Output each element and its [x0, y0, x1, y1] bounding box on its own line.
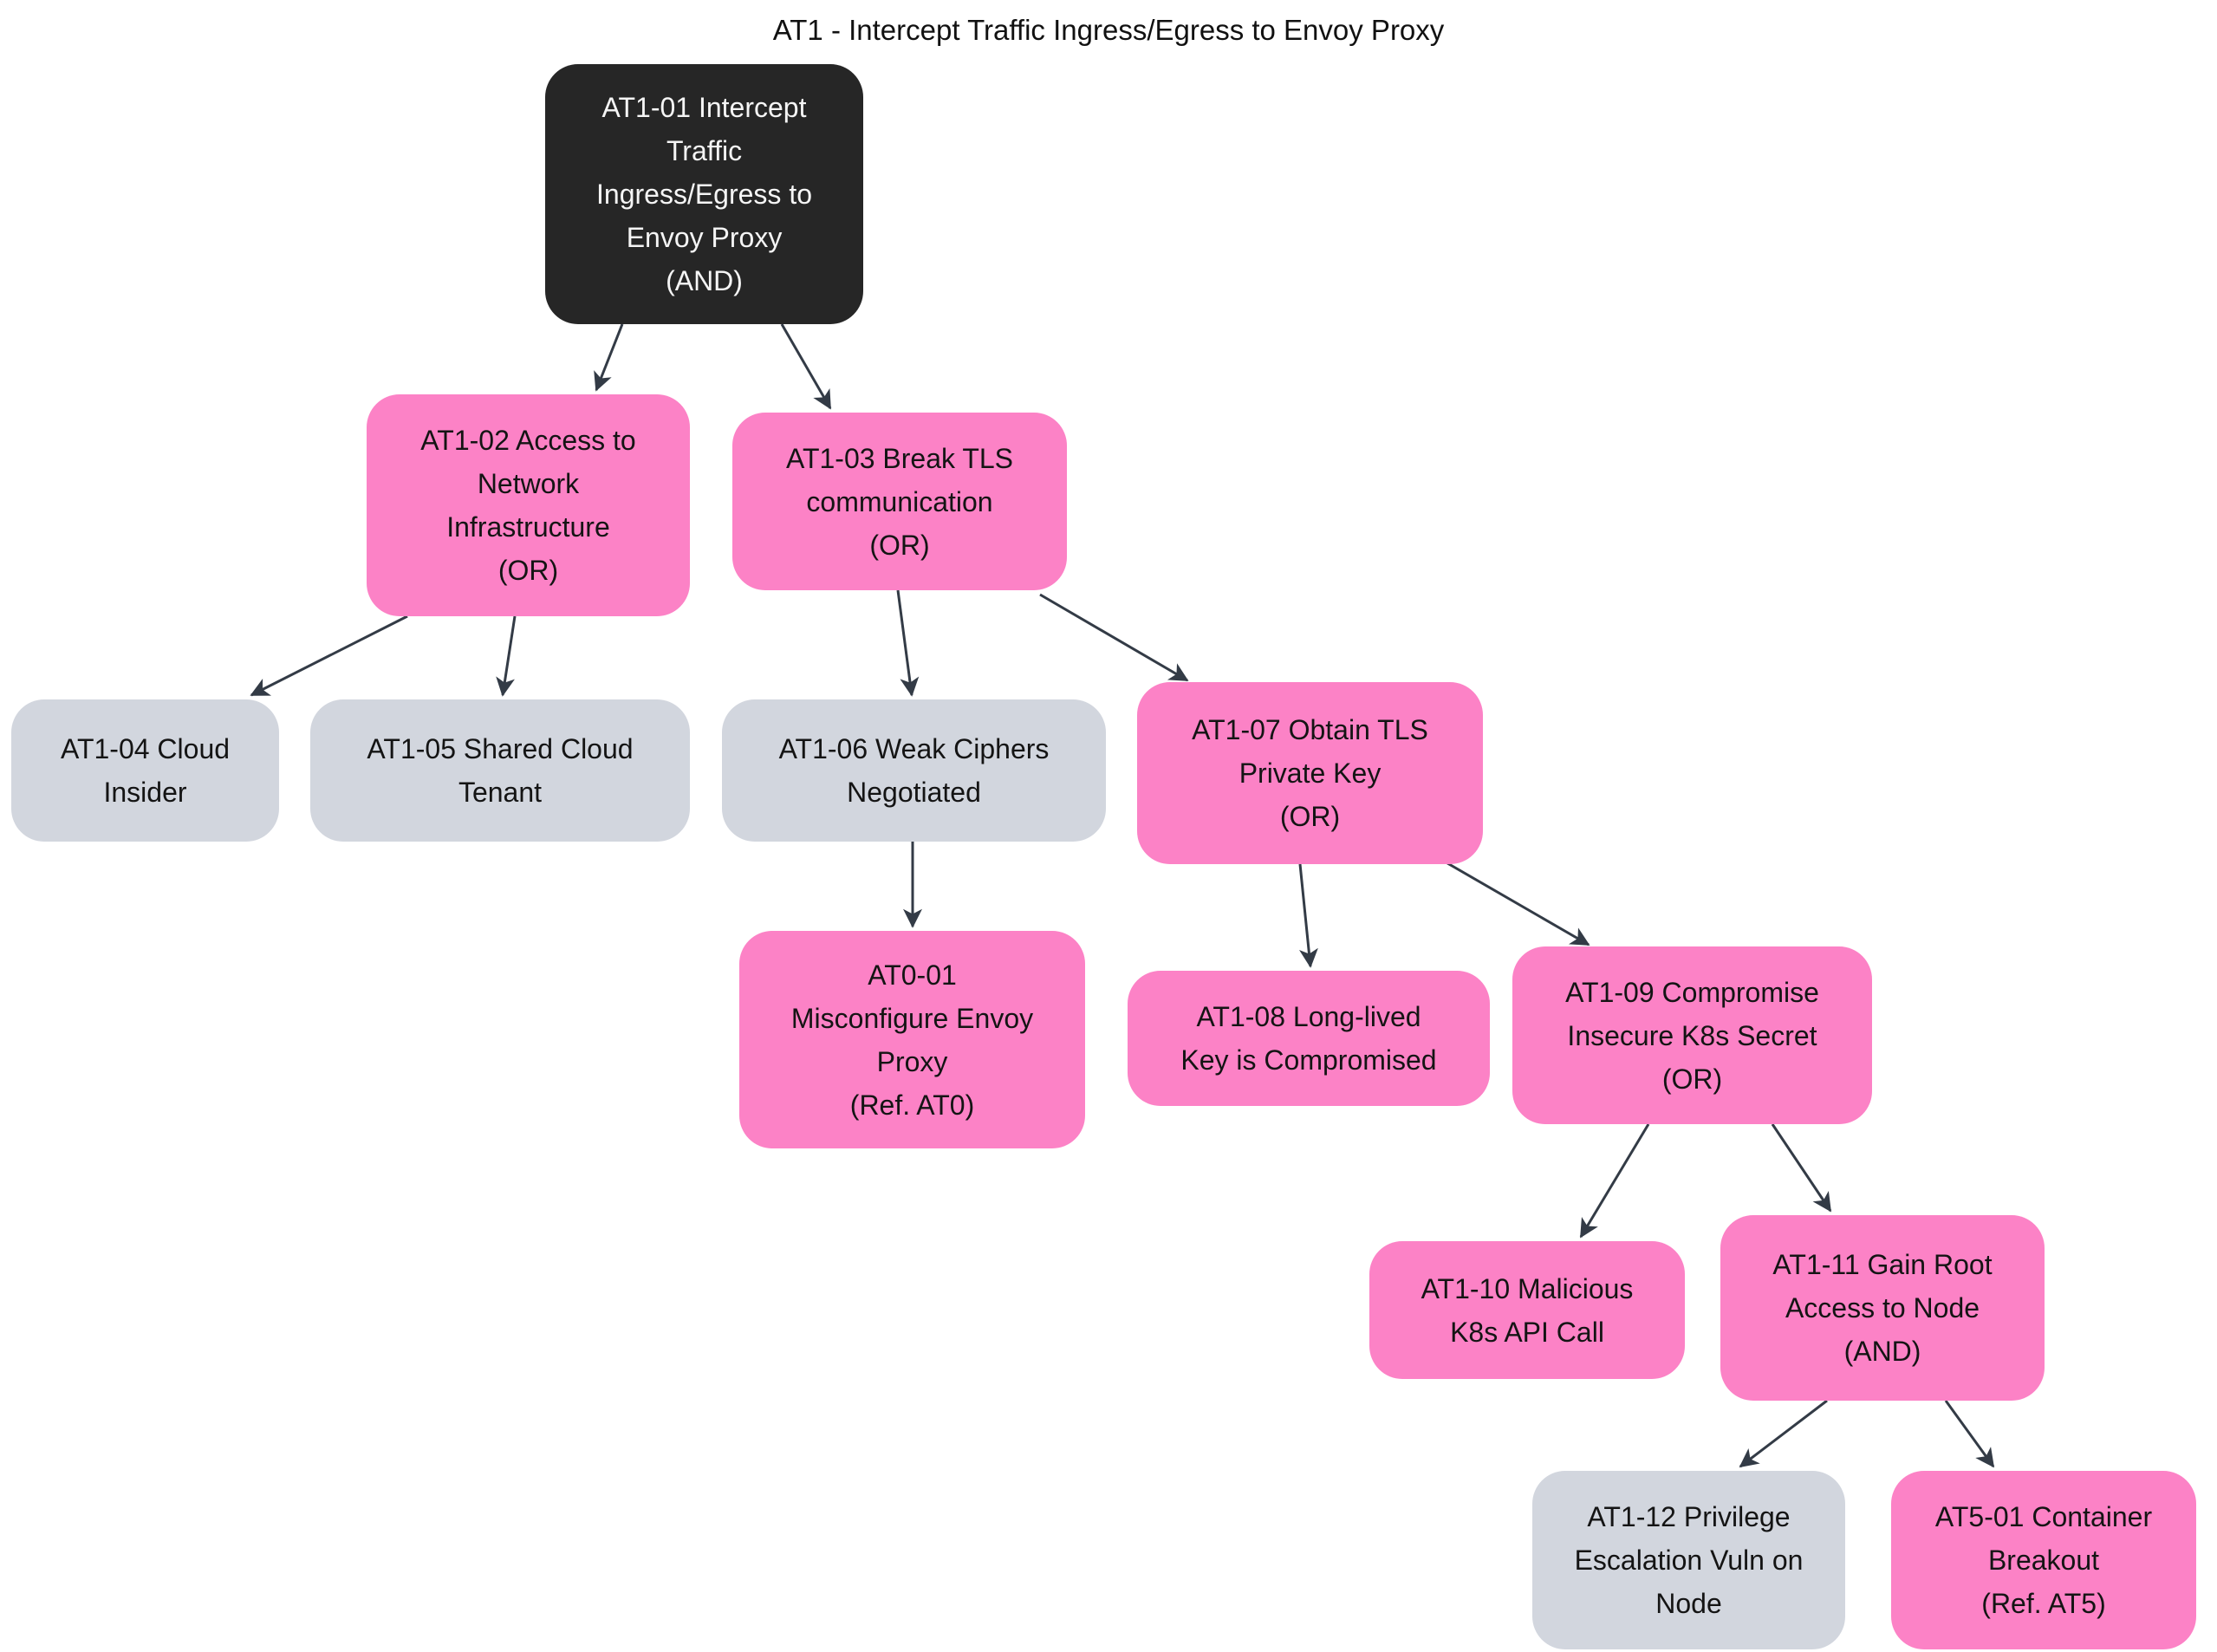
node-label-line: Misconfigure Envoy: [790, 1002, 1034, 1034]
node-label-line: Traffic: [666, 135, 743, 166]
node-label-line: (Ref. AT5): [1981, 1588, 2106, 1619]
node-label-line: Node: [1655, 1588, 1722, 1619]
node-label-line: (OR): [869, 529, 930, 561]
node-label-line: AT1-01 Intercept: [601, 92, 807, 123]
node-label-line: (OR): [1661, 1063, 1723, 1095]
node-label-line: AT1-08 Long-lived: [1196, 1001, 1421, 1032]
node-label-line: Access to Node: [1785, 1292, 1980, 1324]
edge-at1-11-to-at5-01: [1944, 1400, 1995, 1468]
edge-at1-02-to-at1-04: [250, 615, 408, 697]
node-label-line: Network: [477, 468, 580, 499]
node-label-line: Tenant: [458, 777, 543, 808]
node-label-line: (AND): [1843, 1336, 1921, 1367]
node-label-line: Insider: [103, 777, 187, 808]
node-label-line: AT1-05 Shared Cloud: [367, 733, 634, 764]
node-label-line: AT1-10 Malicious: [1421, 1272, 1634, 1304]
node-label-line: K8s API Call: [1450, 1316, 1604, 1348]
edge-at1-09-to-at1-10: [1579, 1123, 1650, 1239]
node-label-line: AT1-07 Obtain TLS: [1192, 714, 1428, 745]
node-label-line: (OR): [1279, 801, 1341, 832]
edge-at1-07-to-at1-09: [1442, 859, 1590, 946]
node-label-line: AT5-01 Container: [1934, 1501, 2153, 1532]
node-label-line: Proxy: [876, 1045, 948, 1077]
edge-at1-07-to-at1-08: [1298, 863, 1318, 968]
edge-at1-03-to-at1-06: [896, 589, 920, 697]
node-at1-07: AT1-07 Obtain TLS Private Key (OR): [1137, 682, 1483, 864]
node-label-line: Escalation Vuln on: [1574, 1545, 1804, 1576]
node-label-line: AT0-01: [868, 959, 957, 991]
diagram-title: AT1 - Intercept Traffic Ingress/Egress t…: [772, 14, 1445, 46]
node-label-line: AT1-11 Gain Root: [1772, 1249, 1993, 1280]
node-label-line: Envoy Proxy: [626, 222, 783, 253]
node-label-line: Private Key: [1239, 758, 1382, 789]
edge-at1-11-to-at1-12: [1739, 1399, 1828, 1468]
node-label-line: Breakout: [1987, 1545, 2100, 1576]
node-label-line: AT1-04 Cloud: [60, 733, 231, 764]
node-label-line: AT1-06 Weak Ciphers: [778, 733, 1050, 764]
node-label-line: Ingress/Egress to: [596, 179, 812, 210]
edge-at1-01-to-at1-02: [594, 323, 624, 392]
node-at1-03: AT1-03 Break TLS communication (OR): [732, 413, 1067, 590]
node-label-line: Infrastructure: [446, 511, 610, 543]
node-label-line: AT1-03 Break TLS: [785, 442, 1014, 474]
node-label-line: AT1-09 Compromise: [1565, 976, 1819, 1008]
edge-at1-09-to-at1-11: [1771, 1123, 1832, 1213]
node-label-line: AT1-02 Access to: [420, 425, 636, 456]
node-label-line: (OR): [497, 555, 559, 586]
edge-at1-03-to-at1-07: [1039, 593, 1189, 682]
node-label-line: Key is Compromised: [1180, 1044, 1437, 1076]
node-label-line: AT1-12 Privilege: [1587, 1501, 1791, 1532]
node-label-line: (Ref. AT0): [849, 1089, 975, 1121]
edge-at1-02-to-at1-05: [496, 615, 517, 697]
edge-at1-01-to-at1-03: [780, 323, 832, 410]
node-label-line: (AND): [666, 265, 743, 296]
node-label-line: Insecure K8s Secret: [1567, 1019, 1817, 1051]
node-label-line: Negotiated: [847, 777, 981, 808]
node-label-line: communication: [806, 485, 993, 517]
